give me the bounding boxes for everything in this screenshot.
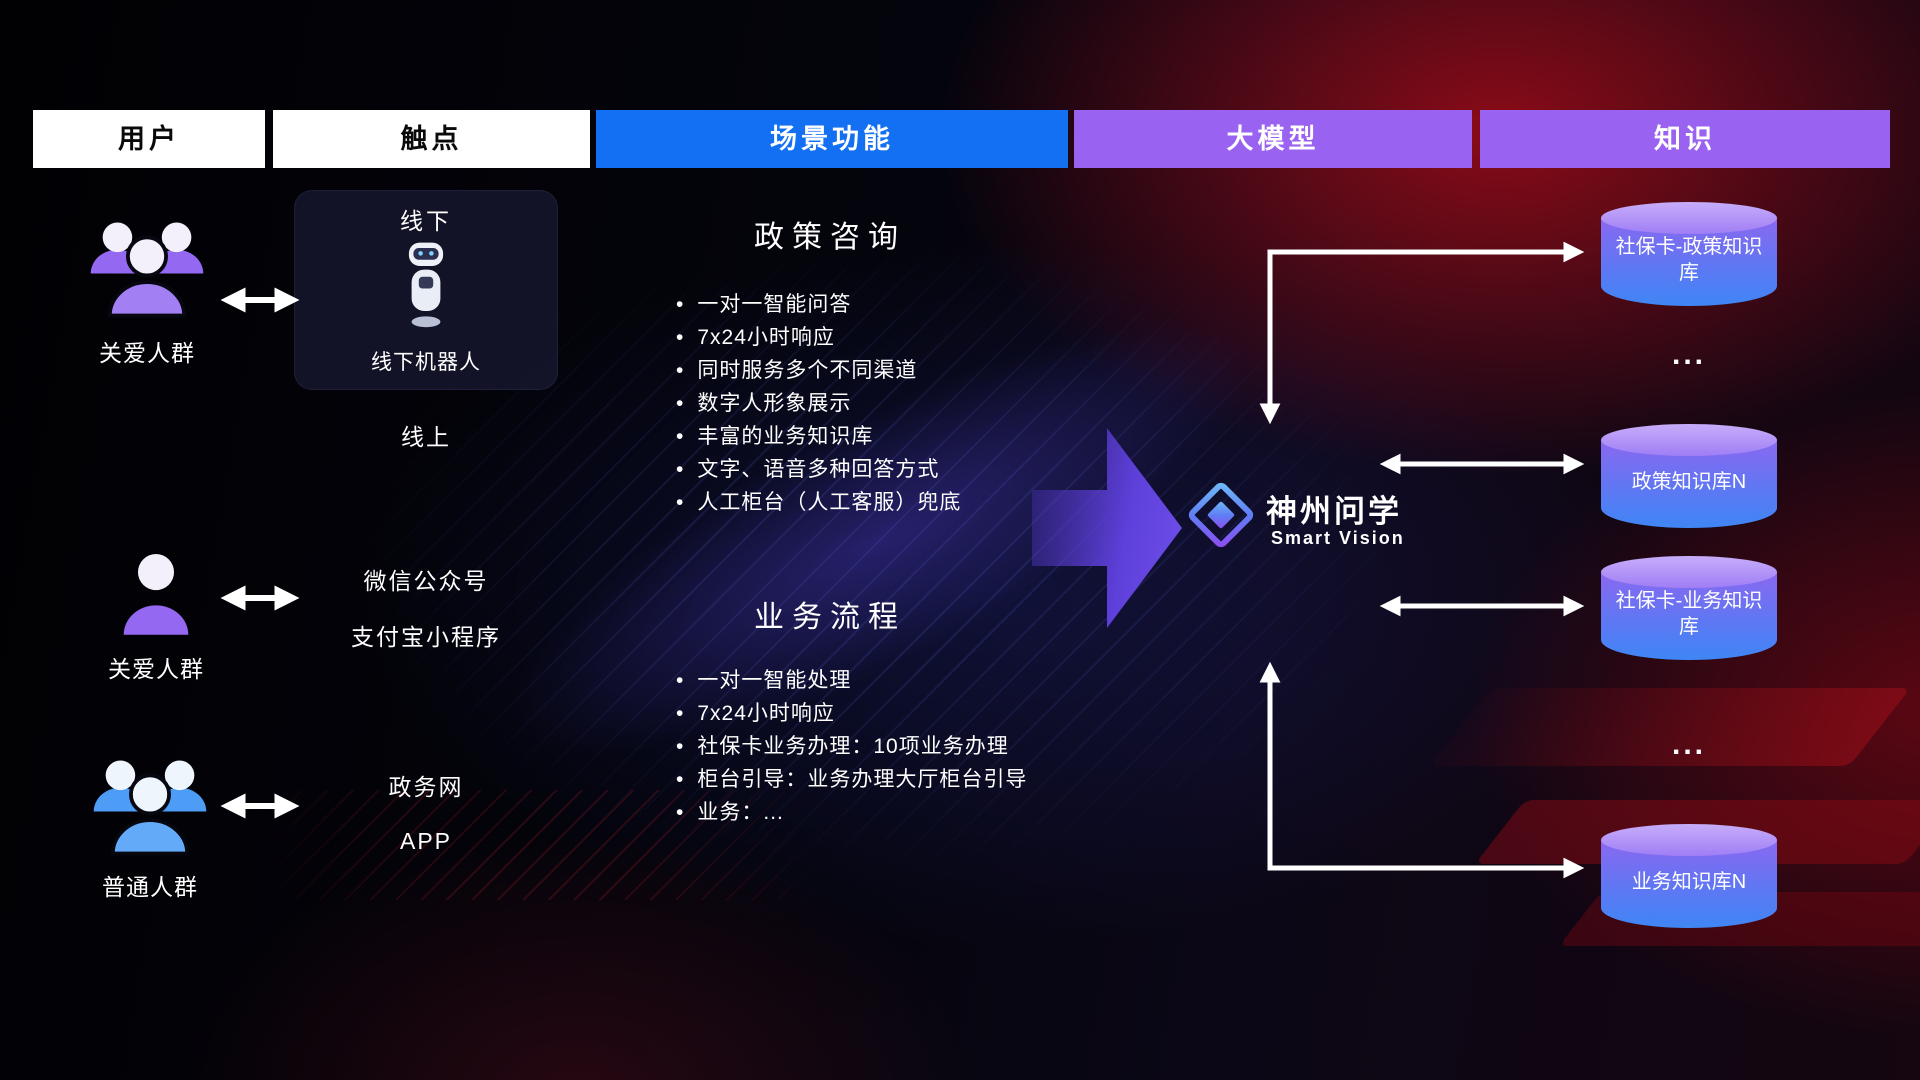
touchpoint-alipay: 支付宝小程序: [351, 624, 501, 650]
scenario-title-business: 业务流程: [754, 601, 906, 634]
db-cylinder-top: [1601, 202, 1777, 234]
touchpoint-app: APP: [399, 828, 453, 854]
offline-touchpoint-card: 线下 线下机器人: [294, 190, 558, 390]
column-header-scenarios: 场景功能: [596, 110, 1068, 168]
db-label: 社保卡-政策知识库: [1615, 236, 1763, 284]
db-label: 业务知识库N: [1631, 871, 1747, 893]
business-bullet: 社保卡业务办理：10项业务办理: [676, 730, 1027, 763]
robot-icon: [399, 238, 453, 335]
knowledge-db-policy-n: 政策知识库N: [1601, 424, 1777, 528]
policy-bullet: 7x24小时响应: [676, 321, 961, 354]
policy-bullet: 同时服务多个不同渠道: [676, 354, 961, 387]
policy-bullet: 人工柜台（人工客服）兜底: [676, 486, 961, 519]
column-header-knowledge: 知识: [1480, 110, 1890, 168]
db-cylinder-top: [1601, 556, 1777, 588]
online-title: 线上: [401, 424, 451, 450]
offline-title: 线下: [400, 208, 452, 234]
ellipsis-business: ...: [1671, 728, 1706, 761]
user-group-icon-care-1: [85, 210, 209, 323]
policy-bullet: 丰富的业务知识库: [676, 420, 961, 453]
business-bullet: 一对一智能处理: [676, 664, 1027, 697]
policy-bullet: 数字人形象展示: [676, 387, 961, 420]
user-group-icon-general: [88, 748, 212, 861]
column-header-users: 用户: [33, 110, 265, 168]
business-bullet: 业务：...: [676, 796, 1027, 829]
column-header-touchpoints: 触点: [273, 110, 590, 168]
db-cylinder-top: [1601, 424, 1777, 456]
ellipsis-policy: ...: [1671, 338, 1706, 371]
db-label: 社保卡-业务知识库: [1615, 590, 1763, 638]
model-logo-icon: [1188, 482, 1254, 553]
business-bullet: 7x24小时响应: [676, 697, 1027, 730]
user-label-care-1: 关爱人群: [99, 340, 195, 366]
user-label-care-2: 关爱人群: [108, 656, 204, 682]
user-label-general: 普通人群: [102, 874, 198, 900]
offline-robot-label: 线下机器人: [371, 351, 481, 374]
touchpoint-wechat: 微信公众号: [363, 568, 489, 594]
db-cylinder-top: [1601, 824, 1777, 856]
business-bullet: 柜台引导：业务办理大厅柜台引导: [676, 763, 1027, 796]
business-bullet-list: 一对一智能处理 7x24小时响应 社保卡业务办理：10项业务办理 柜台引导：业务…: [676, 664, 1027, 829]
policy-bullet: 一对一智能问答: [676, 288, 961, 321]
touchpoint-gov-web: 政务网: [388, 774, 464, 800]
knowledge-db-business-n: 业务知识库N: [1601, 824, 1777, 928]
policy-bullet-list: 一对一智能问答 7x24小时响应 同时服务多个不同渠道 数字人形象展示 丰富的业…: [676, 288, 961, 519]
model-subtitle: Smart Vision: [1271, 528, 1405, 548]
user-person-icon-care-2: [118, 549, 194, 642]
model-name: 神州问学: [1266, 494, 1402, 529]
knowledge-db-policy-shebao: 社保卡-政策知识库: [1601, 202, 1777, 306]
knowledge-db-business-shebao: 社保卡-业务知识库: [1601, 556, 1777, 660]
column-header-model: 大模型: [1074, 110, 1472, 168]
db-label: 政策知识库N: [1631, 471, 1747, 493]
scenario-title-policy: 政策咨询: [754, 221, 906, 254]
policy-bullet: 文字、语音多种回答方式: [676, 453, 961, 486]
